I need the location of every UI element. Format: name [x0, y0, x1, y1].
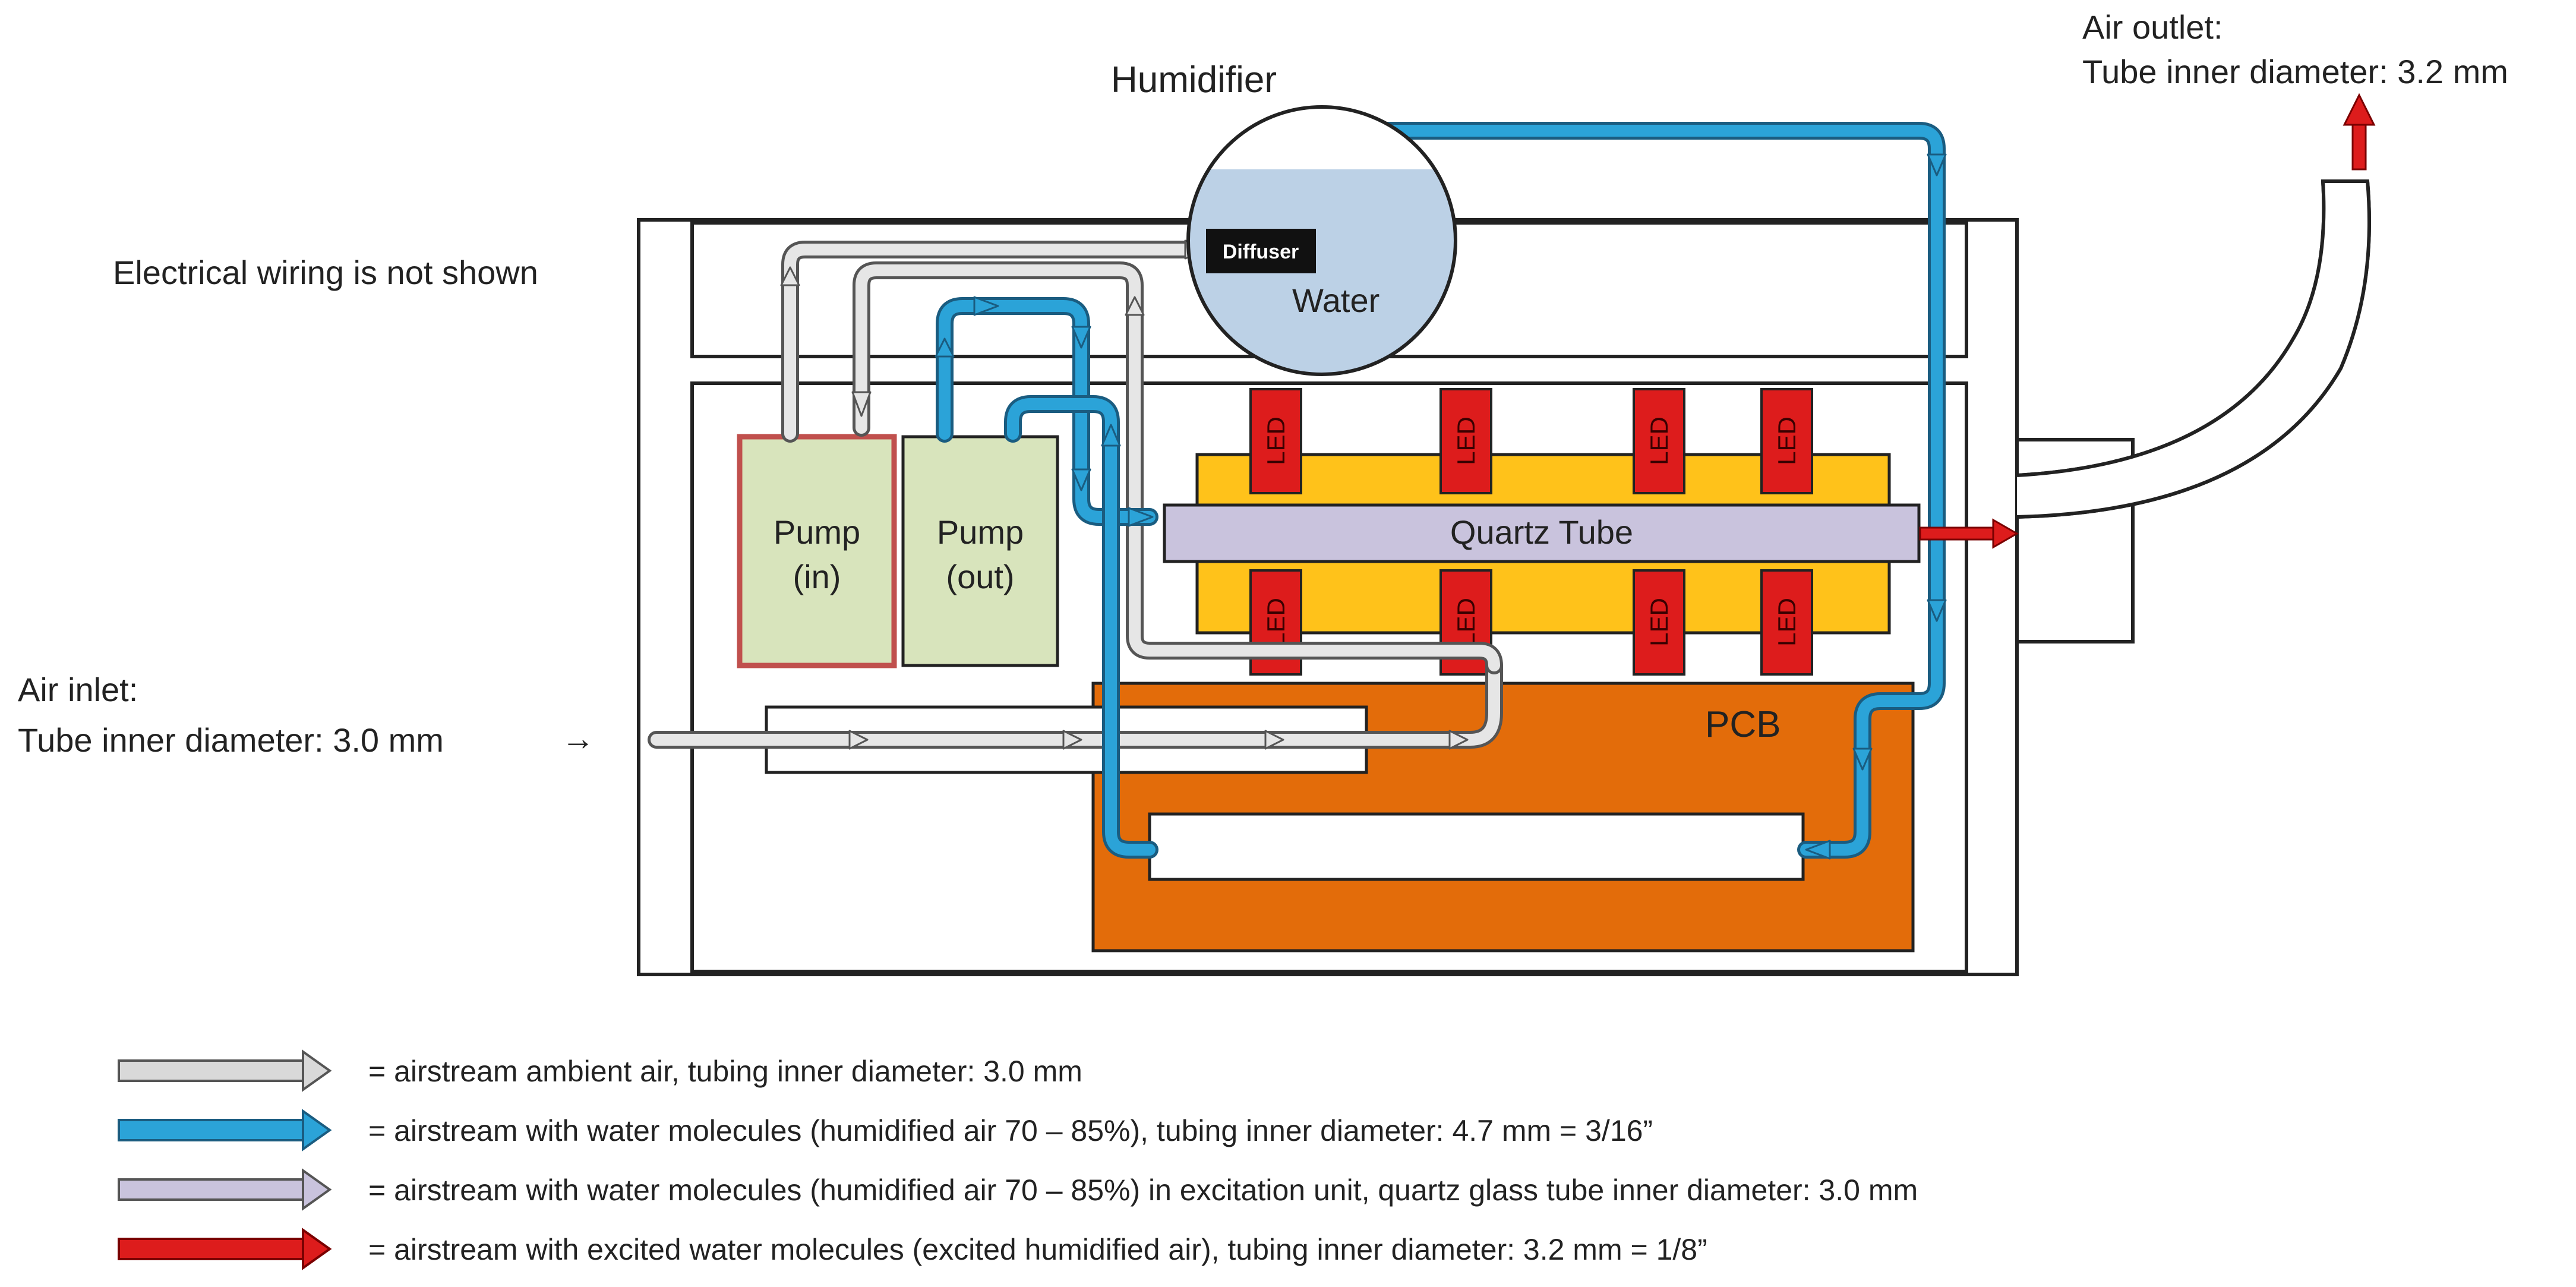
legend-item-ambient-air: = airstream ambient air, tubing inner di… — [118, 1049, 1082, 1092]
legend-swatch-ambient-air — [118, 1059, 304, 1082]
led-chip — [1439, 388, 1492, 494]
legend-text-quartz-air: = airstream with water molecules (humidi… — [368, 1174, 1918, 1207]
led-chip — [1760, 569, 1813, 676]
legend: = airstream ambient air, tubing inner di… — [118, 1049, 1918, 1270]
legend-swatch-excited-air — [118, 1238, 304, 1260]
outlet-tube-fill — [2017, 181, 2369, 517]
water-label: Water — [1292, 282, 1379, 319]
pump-in-label-line2: (in) — [793, 558, 841, 595]
humidifier-label: Humidifier — [1111, 59, 1277, 100]
humidifier: Diffuser Water — [1186, 105, 1457, 376]
led-label: LED — [1773, 598, 1801, 646]
led-chip — [1760, 388, 1813, 494]
pcb-slot — [1148, 812, 1805, 881]
legend-item-quartz-air: = airstream with water molecules (humidi… — [118, 1168, 1918, 1211]
humidifier-vessel — [1186, 105, 1457, 376]
legend-text-humidified-air: = airstream with water molecules (humidi… — [368, 1114, 1653, 1147]
led-label: LED — [1262, 417, 1290, 465]
pump-in — [737, 434, 897, 668]
legend-arrowhead-humidified-air — [302, 1109, 332, 1152]
led-label: LED — [1645, 417, 1673, 465]
legend-swatch-quartz-air — [118, 1178, 304, 1201]
legend-item-humidified-air: = airstream with water molecules (humidi… — [118, 1109, 1653, 1152]
pump-out-label-line2: (out) — [946, 558, 1014, 595]
air-outlet-label-line2: Tube inner diameter: 3.2 mm — [2082, 53, 2508, 90]
led-label: LED — [1645, 598, 1673, 646]
quartz-tube-label: Quartz Tube — [1450, 513, 1633, 551]
quartz-tube — [1163, 503, 1921, 563]
wiring-note: Electrical wiring is not shown — [113, 254, 538, 291]
pump-in-label-line1: Pump — [774, 513, 860, 551]
legend-arrowhead-excited-air — [302, 1228, 332, 1270]
excited-air-flow — [1919, 93, 2376, 549]
ambient-air-tubing — [648, 239, 1503, 750]
led-label: LED — [1452, 598, 1480, 646]
led-label: LED — [1452, 417, 1480, 465]
legend-arrowhead-ambient-air — [302, 1049, 332, 1092]
legend-text-excited-air: = airstream with excited water molecules… — [368, 1233, 1707, 1266]
pump-out — [901, 435, 1059, 667]
diffuser — [1206, 229, 1316, 273]
led-chip — [1633, 569, 1685, 676]
led-label: LED — [1262, 598, 1290, 646]
air-inlet-arrow: → — [561, 720, 595, 757]
led-chip — [1633, 388, 1685, 494]
legend-arrowhead-quartz-air — [302, 1168, 332, 1211]
led-label: LED — [1773, 417, 1801, 465]
air-inlet-label-line2: Tube inner diameter: 3.0 mm — [18, 721, 444, 759]
legend-item-excited-air: = airstream with excited water molecules… — [118, 1228, 1707, 1270]
air-outlet-label-line1: Air outlet: — [2082, 8, 2223, 46]
legend-swatch-humidified-air — [118, 1119, 304, 1141]
outlet-tube-outline — [2016, 179, 2371, 519]
air-inlet-label-line1: Air inlet: — [18, 671, 138, 708]
diffuser-label: Diffuser — [1223, 241, 1299, 263]
led-top-row: LED LED LED LED — [1249, 388, 1813, 494]
led-chip — [1249, 388, 1302, 494]
humidified-air-tubing — [935, 122, 1947, 860]
pump-out-label-line1: Pump — [937, 513, 1024, 551]
pcb-label: PCB — [1705, 704, 1781, 745]
legend-text-ambient-air: = airstream ambient air, tubing inner di… — [368, 1055, 1082, 1088]
